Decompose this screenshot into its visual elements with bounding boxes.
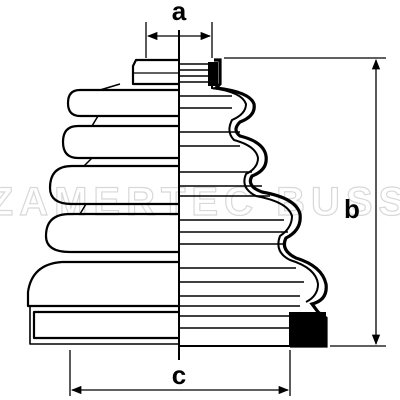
dimension-c-label: c: [172, 360, 186, 390]
dimension-a-label: a: [172, 0, 187, 26]
watermark-text: ZAMERTEC BUSS: [0, 180, 400, 224]
boot-section-view: [180, 58, 328, 348]
boot-outer-view: [26, 58, 178, 345]
dimension-b-label: b: [344, 194, 360, 224]
dimension-a: a: [145, 0, 213, 58]
section-wall-outer: [212, 58, 328, 348]
section-wall-inner: [211, 62, 320, 303]
dimension-b: b: [224, 57, 386, 347]
dimension-c: c: [69, 350, 291, 396]
top-clamp-seat: [208, 62, 218, 86]
bottom-clamp-seat: [290, 312, 326, 346]
